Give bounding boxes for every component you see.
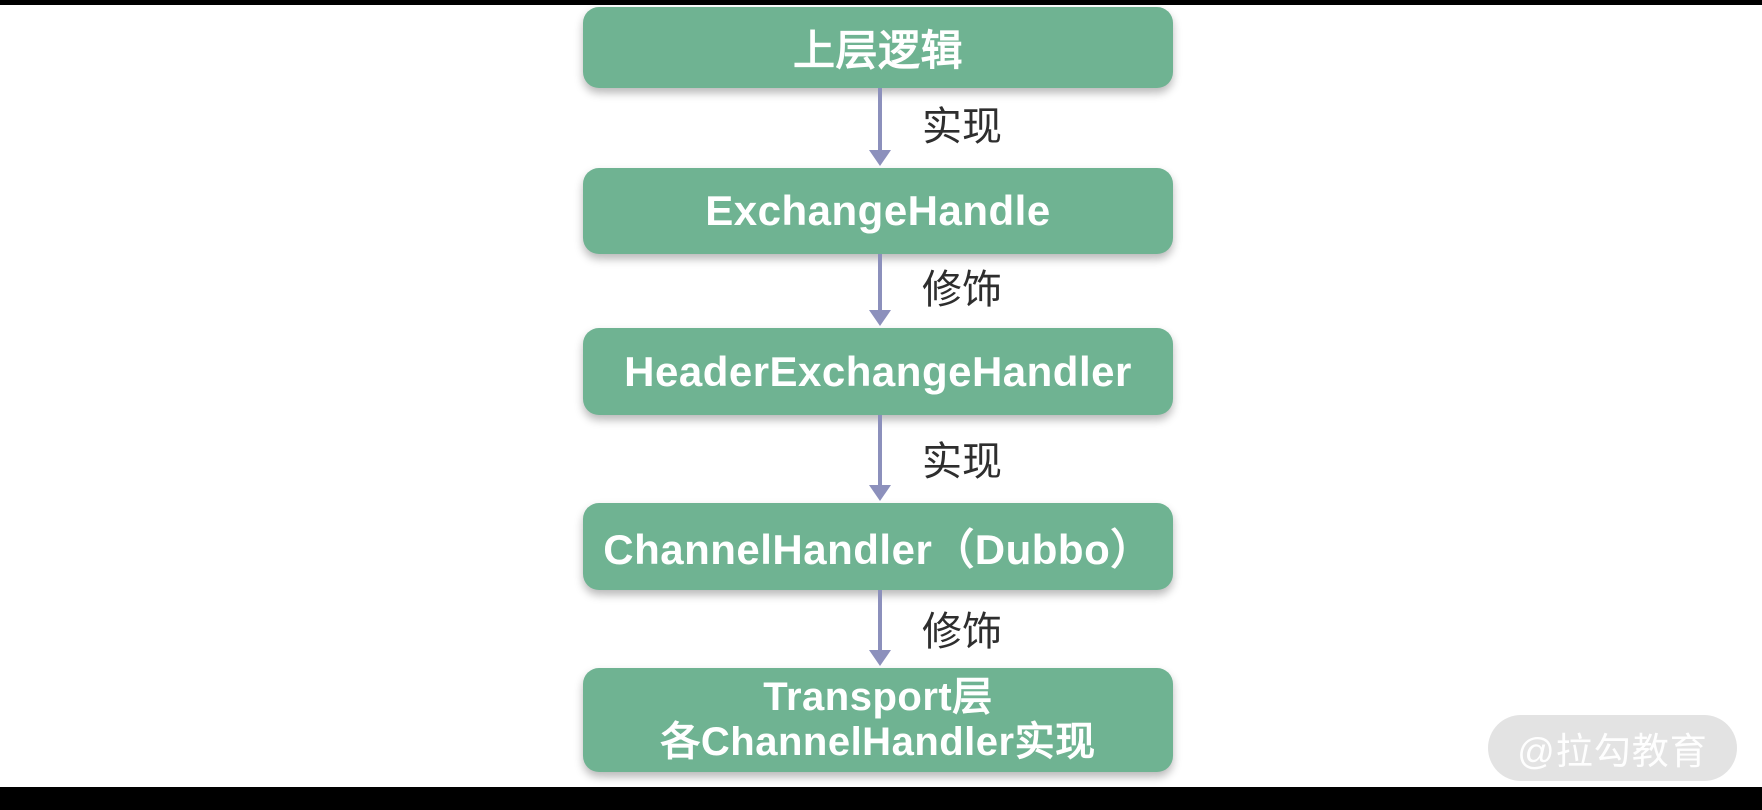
arrow-down-icon [869, 650, 891, 666]
edge-label-1: 实现 [922, 105, 1002, 149]
arrow-down-icon [869, 310, 891, 326]
arrow-line [878, 415, 882, 489]
arrow-down-icon [869, 150, 891, 166]
flow-node-header-exchange-handler: HeaderExchangeHandler [583, 328, 1173, 415]
flow-node-label: HeaderExchangeHandler [624, 347, 1132, 395]
flow-node-label: ChannelHandler（Dubbo） [603, 526, 1153, 573]
edge-arrow-1 [869, 88, 891, 166]
edge-arrow-4 [869, 590, 891, 666]
flow-node-label-line-1: Transport层 [763, 675, 993, 719]
watermark-badge: @拉勾教育 [1488, 715, 1737, 781]
flow-node-label-line-2: 各ChannelHandler实现 [660, 720, 1096, 764]
flow-node-channel-handler-dubbo: ChannelHandler（Dubbo） [583, 503, 1173, 590]
flow-node-label: 上层逻辑 [792, 27, 963, 74]
watermark-text: @拉勾教育 [1517, 731, 1708, 772]
flow-node-exchange-handle: ExchangeHandle [583, 168, 1173, 254]
arrow-line [878, 590, 882, 654]
edge-label-2: 修饰 [922, 268, 1002, 312]
arrow-down-icon [869, 485, 891, 501]
edge-label-4: 修饰 [922, 610, 1002, 654]
arrow-line [878, 88, 882, 154]
arrow-line [878, 254, 882, 314]
flow-node-label: ExchangeHandle [705, 187, 1051, 234]
edge-label-3: 实现 [922, 440, 1002, 484]
edge-arrow-2 [869, 254, 891, 326]
edge-arrow-3 [869, 415, 891, 501]
flow-node-upper-logic: 上层逻辑 [583, 7, 1173, 88]
flow-node-transport-channel-handlers: Transport层 各ChannelHandler实现 [583, 668, 1173, 772]
letterbox-top [0, 0, 1762, 5]
letterbox-bottom [0, 787, 1762, 810]
